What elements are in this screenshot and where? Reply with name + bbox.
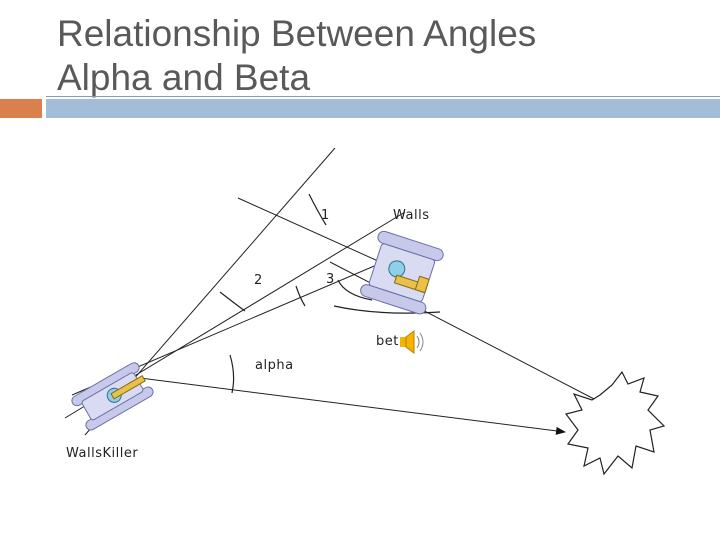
walls-tank-icon: [360, 230, 444, 315]
title-line-2: Alpha and Beta: [57, 57, 311, 98]
title-line-1: Relationship Between Angles: [57, 13, 537, 54]
walls-killer-label: WallsKiller: [66, 446, 138, 461]
angle-arc-beta-upper: [337, 279, 373, 301]
line-horizontal-ref: [237, 197, 399, 271]
title-bar: [46, 99, 720, 118]
title-accent-bar: [0, 99, 42, 118]
line-to-target: [139, 377, 566, 435]
title-divider-line: [46, 96, 720, 97]
angle-label-1: 1: [321, 208, 330, 223]
angle-label-3: 3: [326, 272, 335, 287]
angle-arc-1: [308, 193, 327, 226]
explosion-icon: [564, 370, 666, 476]
angle-arc-2: [219, 291, 246, 312]
angle-label-2: 2: [254, 273, 263, 288]
alpha-label: alpha: [255, 358, 294, 373]
walls-killer-tank-icon: [71, 362, 154, 431]
speaker-icon: [400, 330, 424, 354]
beta-label: bet: [376, 334, 399, 349]
walls-label: Walls: [393, 208, 430, 223]
angle-arc-beta: [333, 305, 441, 314]
angle-arc-alpha: [229, 354, 235, 394]
slide-title: Relationship Between Angles Alpha and Be…: [57, 12, 536, 100]
angle-arc-3: [295, 285, 306, 307]
